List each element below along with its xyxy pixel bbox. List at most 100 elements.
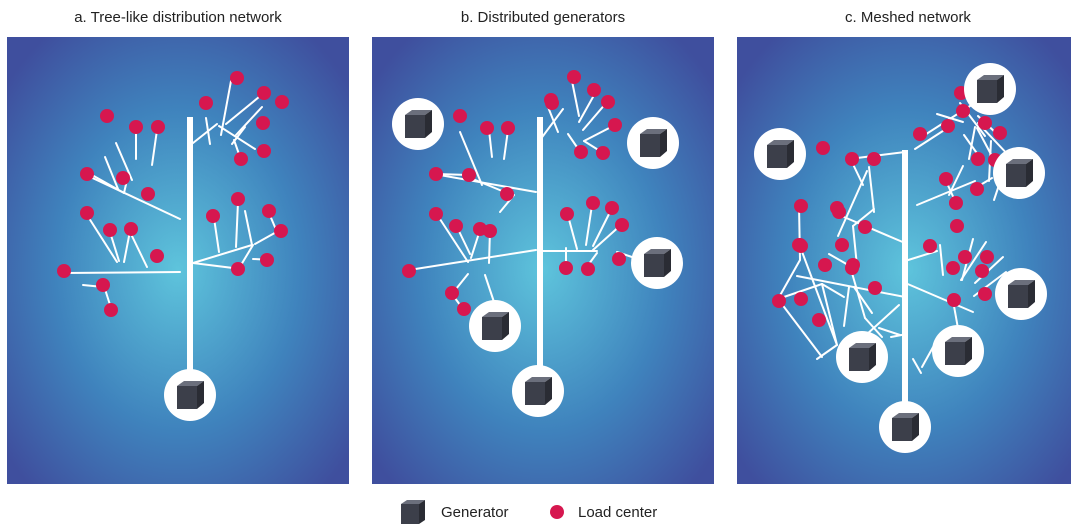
load-center xyxy=(581,262,595,276)
network-line xyxy=(539,108,564,141)
legend-load-center-label: Load center xyxy=(578,503,658,521)
load-center xyxy=(150,249,164,263)
load-center xyxy=(262,204,276,218)
load-center xyxy=(257,144,271,158)
load-center xyxy=(234,152,248,166)
trunk-line xyxy=(187,117,193,377)
load-center xyxy=(103,223,117,237)
generator-node xyxy=(995,268,1047,320)
load-center xyxy=(560,207,574,221)
load-center xyxy=(274,224,288,238)
generator-node xyxy=(392,98,444,150)
load-center xyxy=(978,287,992,301)
load-center xyxy=(559,261,573,275)
load-center xyxy=(845,152,859,166)
network-line xyxy=(408,249,537,271)
load-center xyxy=(199,96,213,110)
load-center xyxy=(141,187,155,201)
load-center xyxy=(453,109,467,123)
load-center xyxy=(402,264,416,278)
network-line xyxy=(151,129,158,166)
load-center xyxy=(970,182,984,196)
load-center xyxy=(429,207,443,221)
network-line xyxy=(916,180,976,206)
network-line xyxy=(912,358,922,374)
load-center xyxy=(104,303,118,317)
network-line xyxy=(843,286,850,327)
load-center xyxy=(946,261,960,275)
load-center xyxy=(612,252,626,266)
network-line xyxy=(225,96,260,125)
load-center xyxy=(587,83,601,97)
network-line xyxy=(435,212,469,263)
generator-node xyxy=(469,300,521,352)
network-line xyxy=(816,344,838,360)
load-center xyxy=(818,258,832,272)
network-line xyxy=(868,166,875,213)
trunk-line xyxy=(902,150,908,417)
generator-node xyxy=(627,117,679,169)
load-center xyxy=(116,171,130,185)
load-center xyxy=(772,294,786,308)
load-center xyxy=(923,239,937,253)
network-line xyxy=(115,142,133,181)
network-line xyxy=(777,259,801,300)
network-line xyxy=(104,156,119,190)
panel-c-title: c. Meshed network xyxy=(845,9,971,26)
load-center-dot-icon xyxy=(550,505,564,519)
load-center xyxy=(608,118,622,132)
tree-network-diagram xyxy=(7,37,349,484)
load-center xyxy=(545,96,559,110)
network-line xyxy=(130,233,148,268)
load-center xyxy=(80,167,94,181)
load-center xyxy=(429,167,443,181)
generator-cube-icon xyxy=(401,500,425,524)
network-line xyxy=(235,106,263,136)
load-center xyxy=(835,238,849,252)
load-center xyxy=(816,141,830,155)
network-line xyxy=(592,207,613,247)
load-center xyxy=(596,146,610,160)
network-line xyxy=(91,174,125,194)
load-center xyxy=(80,206,94,220)
generator-node xyxy=(964,63,1016,115)
network-line xyxy=(205,117,211,145)
load-center xyxy=(257,86,271,100)
legend-load-center: Load center xyxy=(550,500,657,524)
network-line xyxy=(547,106,559,133)
network-line xyxy=(578,96,594,123)
load-center xyxy=(151,120,165,134)
load-center xyxy=(858,220,872,234)
generator-node xyxy=(754,128,806,180)
load-center xyxy=(615,218,629,232)
load-center xyxy=(867,152,881,166)
network-line xyxy=(192,244,253,264)
network-line xyxy=(821,283,845,298)
load-center xyxy=(941,119,955,133)
legend-generator-label: Generator xyxy=(441,503,509,521)
load-center xyxy=(975,264,989,278)
distributed-generators-diagram xyxy=(372,37,714,484)
load-center xyxy=(231,192,245,206)
network-line xyxy=(235,201,239,248)
network-line xyxy=(83,173,181,220)
load-center xyxy=(445,286,459,300)
network-line xyxy=(213,217,220,253)
load-center xyxy=(256,116,270,130)
network-line xyxy=(968,126,976,160)
load-center xyxy=(129,120,143,134)
load-center xyxy=(605,201,619,215)
load-center xyxy=(96,278,110,292)
load-center xyxy=(230,71,244,85)
meshed-network-diagram xyxy=(737,37,1071,484)
load-center xyxy=(794,239,808,253)
network-line xyxy=(459,131,483,186)
load-center xyxy=(501,121,515,135)
legend-generator: Generator xyxy=(397,500,509,524)
generator-node xyxy=(512,365,564,417)
load-center xyxy=(483,224,497,238)
load-center xyxy=(956,104,970,118)
network-line xyxy=(244,210,253,246)
network-line xyxy=(467,176,508,194)
generator-node xyxy=(932,325,984,377)
